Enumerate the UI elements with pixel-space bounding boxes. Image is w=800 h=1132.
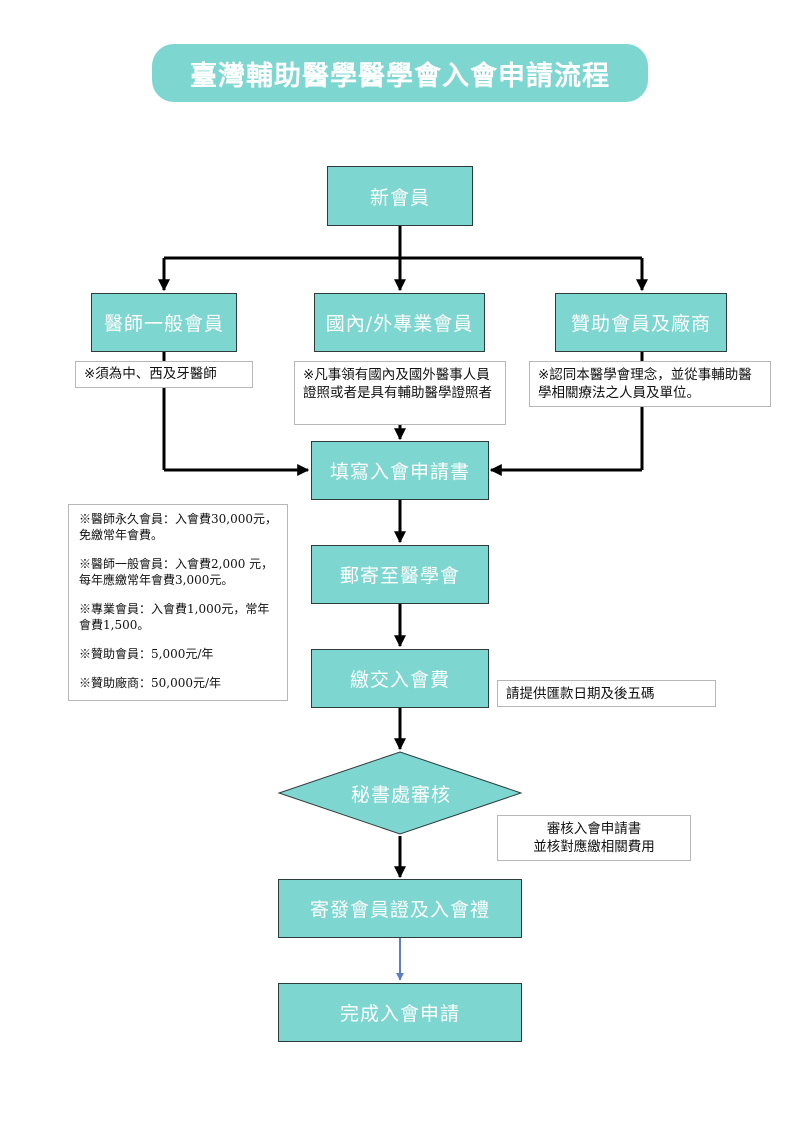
note-review-line1: 審核入會申請書 xyxy=(546,821,642,837)
note-professional-member: ※凡事領有國內及國外醫事人員證照或者是具有輔助醫學證照者 xyxy=(294,361,506,425)
node-new-member: 新會員 xyxy=(327,166,473,226)
review-diamond xyxy=(277,751,523,835)
fee-item: ※醫師一般會員：入會費2,000 元，每年應繳常年會費3,000元。 xyxy=(79,557,274,587)
fee-item: ※贊助會員：5,000元/年 xyxy=(79,647,214,661)
note-sponsor-member: ※認同本醫學會理念，並從事輔助醫學相關療法之人員及單位。 xyxy=(529,361,771,407)
fee-list: ※醫師永久會員：入會費30,000元，免繳常年會費。 ※醫師一般會員：入會費2,… xyxy=(68,504,288,701)
note-pay-fee: 請提供匯款日期及後五碼 xyxy=(497,680,716,707)
node-professional-member: 國內/外專業會員 xyxy=(314,293,485,352)
node-complete: 完成入會申請 xyxy=(278,983,522,1042)
note-review-line2: 並核對應繳相關費用 xyxy=(533,839,655,855)
node-send-certificate: 寄發會員證及入會禮 xyxy=(278,879,522,938)
node-pay-fee: 繳交入會費 xyxy=(311,649,489,708)
fee-item: ※醫師永久會員：入會費30,000元，免繳常年會費。 xyxy=(79,512,277,542)
node-mail: 郵寄至醫學會 xyxy=(311,545,489,604)
node-secretariat-review: 秘書處審核 xyxy=(350,783,451,806)
node-general-member: 醫師一般會員 xyxy=(91,293,237,352)
node-fill-form: 填寫入會申請書 xyxy=(311,441,489,500)
note-review: 審核入會申請書 並核對應繳相關費用 xyxy=(497,815,691,861)
node-sponsor-member: 贊助會員及廠商 xyxy=(555,293,727,352)
fee-item: ※贊助廠商：50,000元/年 xyxy=(79,676,222,690)
fee-item: ※專業會員：入會費1,000元，常年會費1,500。 xyxy=(79,602,270,632)
note-general-member: ※須為中、西及牙醫師 xyxy=(75,361,253,388)
page-title: 臺灣輔助醫學醫學會入會申請流程 xyxy=(152,44,648,102)
